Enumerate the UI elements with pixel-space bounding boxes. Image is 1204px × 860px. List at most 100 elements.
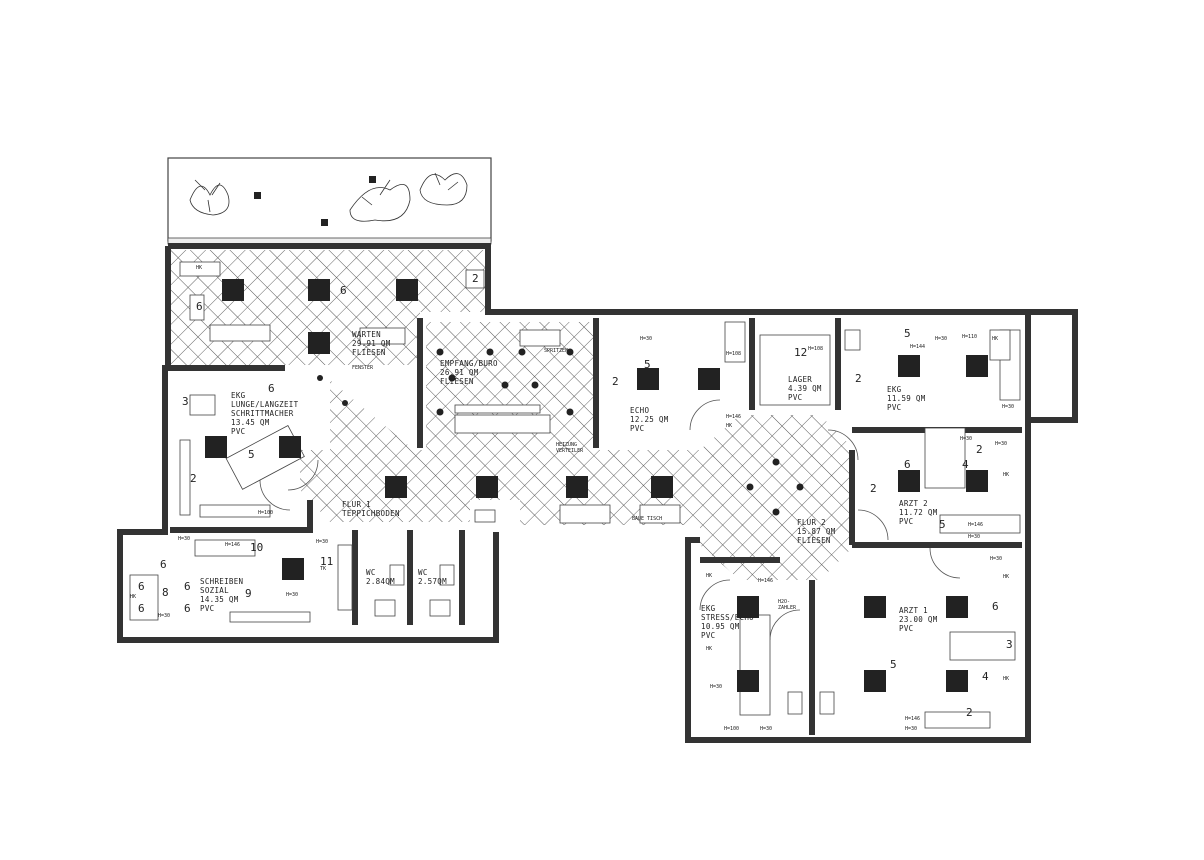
svg-text:H=30: H=30 [935, 336, 947, 342]
svg-text:3: 3 [1006, 638, 1013, 651]
svg-text:ZAHLER: ZAHLER [778, 605, 797, 611]
walls [117, 243, 1078, 743]
svg-text:H=30: H=30 [905, 726, 917, 732]
svg-text:PVC: PVC [899, 517, 913, 526]
svg-text:6: 6 [340, 284, 347, 297]
down-lights [317, 348, 804, 516]
svg-text:6: 6 [138, 602, 145, 615]
svg-text:LUNGE/LANGZEIT: LUNGE/LANGZEIT [231, 400, 299, 409]
room-labels: WARTEN 29.91 QM FLIESEN EMPFANG/BURO 26.… [200, 330, 938, 640]
svg-text:HK: HK [1003, 472, 1009, 478]
svg-text:TEPPICHBODEN: TEPPICHBODEN [342, 509, 400, 518]
svg-text:FLIESEN: FLIESEN [797, 536, 831, 545]
svg-text:4: 4 [962, 458, 969, 471]
svg-text:BAUE TISCH: BAUE TISCH [632, 516, 662, 522]
room-wc-1: WC 2.84QM [366, 568, 395, 586]
svg-text:H=100: H=100 [258, 510, 273, 516]
svg-text:5: 5 [644, 358, 651, 371]
svg-text:HK: HK [1003, 574, 1009, 580]
svg-text:15.87 QM: 15.87 QM [797, 527, 836, 536]
svg-text:ECHO: ECHO [630, 406, 649, 415]
ceiling-lights [205, 279, 988, 692]
svg-text:PVC: PVC [887, 403, 901, 412]
svg-text:10: 10 [250, 541, 263, 554]
svg-text:6: 6 [160, 558, 167, 571]
svg-text:H=146: H=146 [968, 522, 983, 528]
svg-text:H=30: H=30 [968, 534, 980, 540]
svg-text:HK: HK [1003, 676, 1009, 682]
svg-text:6: 6 [138, 580, 145, 593]
svg-text:23.00 QM: 23.00 QM [899, 615, 938, 624]
svg-text:PVC: PVC [630, 424, 644, 433]
svg-text:2: 2 [472, 272, 479, 285]
svg-text:PVC: PVC [231, 427, 245, 436]
svg-text:14.35 QM: 14.35 QM [200, 595, 239, 604]
svg-text:WC: WC [366, 568, 376, 577]
svg-text:8: 8 [162, 586, 169, 599]
planter-box [369, 176, 376, 183]
svg-text:H=30: H=30 [760, 726, 772, 732]
svg-text:SCHRITTMACHER: SCHRITTMACHER [231, 409, 294, 418]
svg-text:HK: HK [706, 573, 712, 579]
room-ekg-lunge: EKG LUNGE/LANGZEIT SCHRITTMACHER 13.45 Q… [231, 391, 299, 436]
svg-text:6: 6 [268, 382, 275, 395]
svg-text:H=30: H=30 [710, 684, 722, 690]
svg-text:H=30: H=30 [960, 436, 972, 442]
svg-text:HK: HK [196, 265, 202, 271]
room-schreiben: SCHREIBEN SOZIAL 14.35 QM PVC [200, 577, 243, 613]
svg-text:H=30: H=30 [178, 536, 190, 542]
svg-text:6: 6 [184, 602, 191, 615]
svg-text:EKG: EKG [701, 604, 716, 613]
svg-text:H=30: H=30 [640, 336, 652, 342]
svg-text:2: 2 [190, 472, 197, 485]
svg-text:2.84QM: 2.84QM [366, 577, 395, 586]
svg-text:H=108: H=108 [726, 351, 741, 357]
svg-text:FENSTER: FENSTER [352, 365, 374, 371]
svg-text:9: 9 [245, 587, 252, 600]
svg-text:FLIESEN: FLIESEN [440, 377, 474, 386]
svg-text:HEIZUNG: HEIZUNG [556, 442, 577, 448]
svg-text:12.25 QM: 12.25 QM [630, 415, 669, 424]
annotations: H=30 H=108 H=146 H=108 H=144 H=110 H=30 … [130, 265, 1014, 732]
svg-text:H=30: H=30 [1002, 404, 1014, 410]
svg-text:13.45 QM: 13.45 QM [231, 418, 270, 427]
furniture [129, 261, 1021, 729]
room-lager: LAGER 4.39 QM PVC [788, 375, 822, 402]
svg-text:WC: WC [418, 568, 428, 577]
svg-text:PVC: PVC [701, 631, 715, 640]
terrace [167, 157, 492, 245]
svg-text:PVC: PVC [200, 604, 214, 613]
svg-text:H=146: H=146 [726, 414, 741, 420]
svg-text:5: 5 [248, 448, 255, 461]
room-arzt-1: ARZT 1 23.00 QM PVC [899, 606, 938, 633]
room-echo: ECHO 12.25 QM PVC [630, 406, 669, 433]
svg-text:4: 4 [982, 670, 989, 683]
svg-text:H=146: H=146 [758, 578, 773, 584]
svg-text:WARTEN: WARTEN [352, 330, 381, 339]
svg-text:5: 5 [904, 327, 911, 340]
svg-text:2: 2 [966, 706, 973, 719]
svg-text:6: 6 [904, 458, 911, 471]
svg-text:2.57QM: 2.57QM [418, 577, 447, 586]
svg-text:5: 5 [939, 518, 946, 531]
svg-text:12: 12 [794, 346, 807, 359]
door-swings [259, 399, 961, 641]
svg-text:11.72 QM: 11.72 QM [899, 508, 938, 517]
svg-text:SOZIAL: SOZIAL [200, 586, 229, 595]
room-ekg-top: EKG 11.59 QM PVC [887, 385, 925, 412]
svg-text:FLUR 1: FLUR 1 [342, 500, 371, 509]
svg-text:SPRITZEN: SPRITZEN [544, 348, 568, 354]
room-warten: WARTEN 29.91 QM FLIESEN [352, 330, 390, 357]
svg-text:EMPFANG/BURO: EMPFANG/BURO [440, 359, 498, 368]
svg-text:6: 6 [196, 300, 203, 313]
svg-text:H=110: H=110 [962, 334, 977, 340]
svg-text:H=144: H=144 [910, 344, 925, 350]
room-wc-2: WC 2.57QM [418, 568, 447, 586]
svg-text:VERTEILER: VERTEILER [556, 448, 584, 454]
svg-text:H=30: H=30 [995, 441, 1007, 447]
svg-text:EKG: EKG [231, 391, 246, 400]
svg-text:ARZT 2: ARZT 2 [899, 499, 928, 508]
room-ekg-stress: EKG STRESS/ECHO 10.95 QM PVC [701, 604, 754, 640]
furniture-numbers: 6 3 2 5 10 11 9 8 6 6 6 6 6 2 5 12 5 2 2… [138, 272, 1013, 719]
